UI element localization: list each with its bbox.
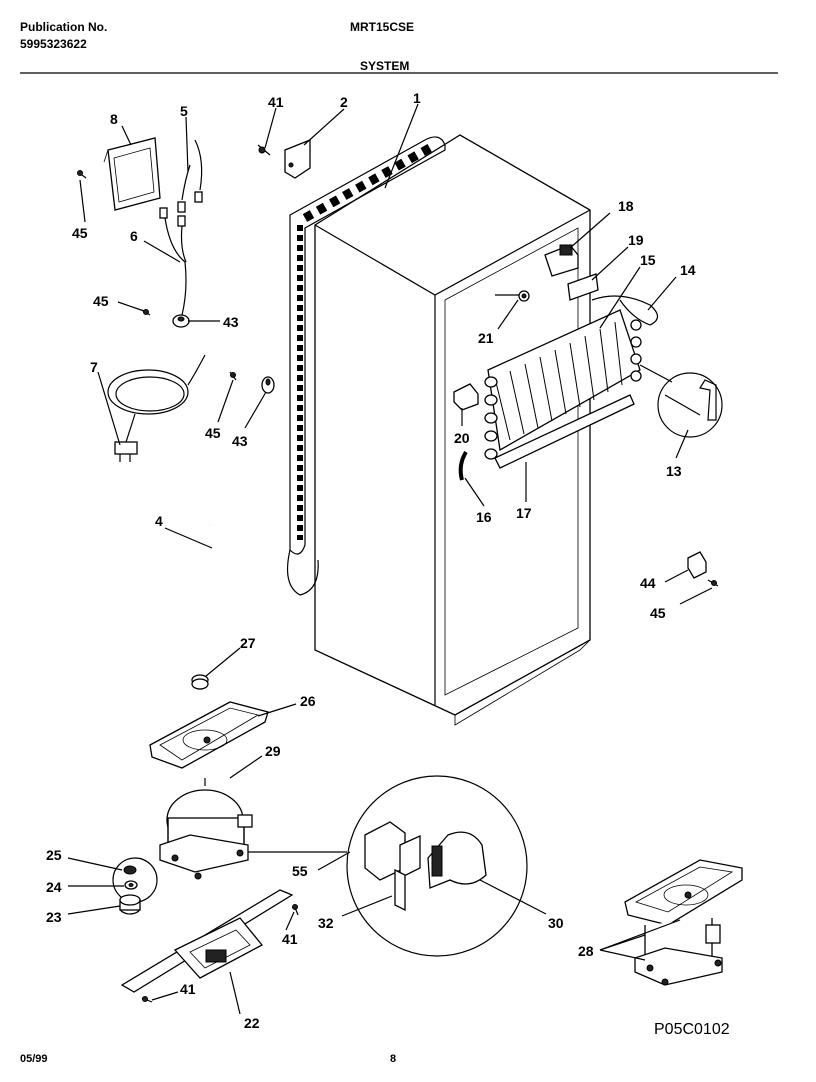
callout-15: 15	[640, 252, 656, 268]
part-45-screw-c	[229, 371, 237, 381]
part-18-bracket	[544, 244, 579, 277]
callout-7: 7	[90, 359, 98, 375]
part-43-grommet-b	[261, 376, 275, 394]
part-45-screw-a	[77, 170, 87, 179]
callout-41-low: 41	[180, 981, 196, 997]
callout-5: 5	[180, 103, 188, 119]
part-27-grommet	[191, 674, 209, 690]
part-2-bracket	[284, 139, 311, 179]
footer-page-number: 8	[390, 1053, 397, 1065]
callout-4: 4	[155, 513, 163, 529]
part-41-screw-top	[257, 144, 271, 156]
part-4-drain-tube	[209, 524, 242, 591]
callout-6: 6	[130, 228, 138, 244]
callout-23: 23	[46, 909, 62, 925]
callout-41-top: 41	[268, 94, 284, 110]
part-20-clip	[453, 383, 479, 411]
callout-45-c: 45	[205, 425, 221, 441]
callout-21: 21	[478, 330, 494, 346]
part-23-25-mount-stack	[112, 857, 158, 915]
callout-2: 2	[340, 94, 348, 110]
part-8-panel	[103, 137, 161, 211]
callout-16: 16	[476, 509, 492, 525]
callout-25: 25	[46, 847, 62, 863]
footer-date: 05/99	[20, 1053, 48, 1065]
callout-1: 1	[413, 90, 421, 106]
part-41-screw-low	[141, 996, 153, 1003]
callout-45-b: 45	[93, 293, 109, 309]
leader-lines	[67, 103, 713, 1015]
part-41-screw-mid	[292, 904, 299, 916]
callout-43-b: 43	[232, 433, 248, 449]
model-number: MRT15CSE	[350, 20, 415, 34]
callout-8: 8	[110, 111, 118, 127]
relay-overload-detail	[248, 775, 528, 957]
callout-43-a: 43	[223, 314, 239, 330]
part-17-drain-trough	[494, 394, 635, 469]
part-26-drain-pan	[149, 701, 269, 769]
callout-26: 26	[300, 693, 316, 709]
callout-45-d: 45	[650, 605, 666, 621]
callout-32: 32	[318, 915, 334, 931]
callout-29: 29	[265, 743, 281, 759]
callout-19: 19	[628, 232, 644, 248]
part-21-fitting	[495, 290, 530, 302]
part-45-screw-d	[707, 579, 719, 587]
part-15-evaporator	[484, 309, 642, 460]
callout-24: 24	[46, 879, 62, 895]
callout-18: 18	[618, 198, 634, 214]
part-19-bracket	[567, 273, 599, 301]
callout-45-a: 45	[72, 225, 88, 241]
part-44-clip	[687, 551, 707, 579]
part-29-compressor	[159, 778, 253, 880]
publication-label: Publication No.	[20, 20, 108, 34]
callout-22: 22	[244, 1015, 260, 1031]
callout-27: 27	[240, 635, 256, 651]
part-1-condenser-coil	[287, 136, 446, 596]
callout-13: 13	[666, 463, 682, 479]
callout-41-mid: 41	[282, 931, 298, 947]
refrigerator-cabinet	[314, 134, 591, 726]
diagram-code: P05C0102	[654, 1021, 730, 1038]
callout-14: 14	[680, 262, 696, 278]
publication-number: 5995323622	[20, 37, 87, 51]
callout-28: 28	[578, 943, 594, 959]
part-43-grommet-a	[172, 314, 190, 328]
callout-17: 17	[516, 505, 532, 521]
callout-44: 44	[640, 575, 656, 591]
section-title: SYSTEM	[360, 59, 410, 73]
callout-55: 55	[292, 863, 308, 879]
part-7-power-cord	[107, 354, 206, 462]
part-16-tube	[458, 450, 468, 481]
part-5-6-wiring	[159, 139, 203, 316]
callout-20: 20	[454, 430, 470, 446]
part-13-detail	[639, 364, 723, 438]
part-28-compressor-assembly	[624, 859, 743, 986]
callout-30: 30	[548, 915, 564, 931]
part-22-base-rail	[120, 889, 294, 993]
